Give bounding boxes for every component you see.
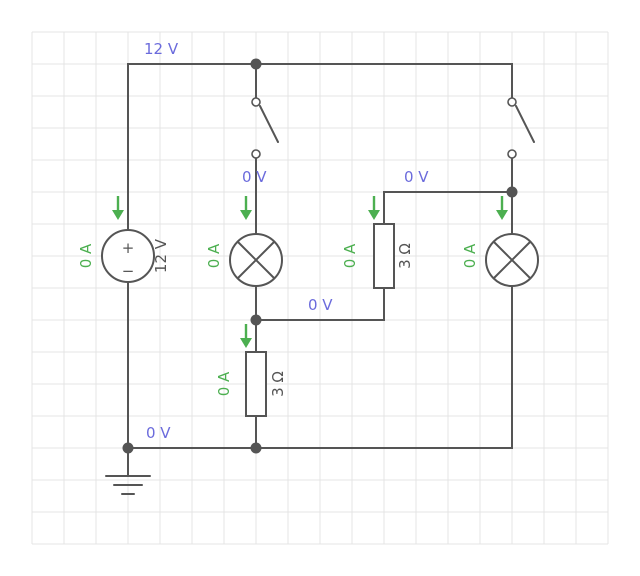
junction-nodes [122, 58, 518, 454]
battery-value-label: 12 V [152, 238, 170, 273]
voltage-label-mid-node: 0 V [308, 296, 333, 314]
wire-supply-rail [127, 63, 513, 231]
current-label-resistor1: 0 A [215, 371, 233, 396]
wire-mid-node [255, 285, 385, 321]
background-grid [31, 31, 609, 545]
voltage-label-lamp2-node: 0 V [404, 168, 429, 186]
ground-symbol [105, 475, 151, 495]
voltage-label-ground-rail: 0 V [146, 424, 171, 442]
resistor1-value-label: 3 Ω [269, 371, 287, 397]
current-label-resistor2: 0 A [341, 243, 359, 268]
switch-1[interactable] [251, 97, 279, 159]
current-arrow-battery-icon [112, 196, 124, 220]
current-arrow-resistor1-icon [240, 324, 252, 348]
voltage-label-supply-rail: 12 V [144, 40, 179, 58]
current-label-lamp2: 0 A [461, 243, 479, 268]
battery-plus-sign: + [122, 239, 135, 257]
battery-minus-sign: − [122, 262, 135, 280]
voltage-label-lamp1-node: 0 V [242, 168, 267, 186]
lamp-1[interactable] [229, 233, 283, 287]
current-label-battery: 0 A [77, 243, 95, 268]
battery[interactable]: + − [101, 229, 155, 283]
resistor2-value-label: 3 Ω [396, 243, 414, 269]
lamp-2[interactable] [485, 233, 539, 287]
current-arrow-lamp1-icon [240, 196, 252, 220]
resistor-2[interactable] [373, 223, 395, 289]
current-label-lamp1: 0 A [205, 243, 223, 268]
switch-2[interactable] [507, 97, 535, 159]
resistor-1[interactable] [245, 351, 267, 417]
wire-resistor2-top [383, 191, 513, 225]
current-arrow-lamp2-icon [496, 196, 508, 220]
current-arrow-resistor2-icon [368, 196, 380, 220]
